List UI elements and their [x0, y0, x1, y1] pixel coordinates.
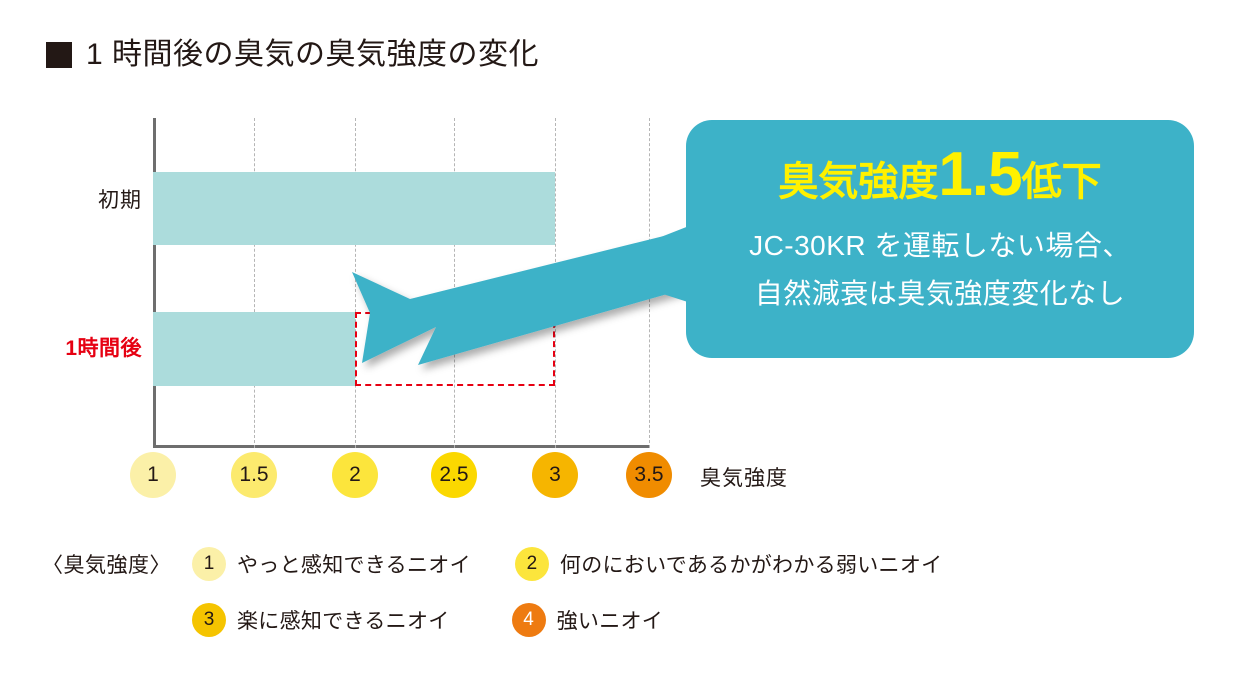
x-axis-ticks: 1 1.5 2 2.5 3 3.5 臭気強度	[0, 452, 1240, 502]
callout-balloon: 臭気強度1.5低下 JC-30KR を運転しない場合、 自然減衰は臭気強度変化な…	[686, 120, 1194, 358]
gridline-1.5	[254, 118, 255, 448]
page-title-text: 1 時間後の臭気の臭気強度の変化	[86, 38, 540, 71]
legend-text-3: 楽に感知できるニオイ	[237, 610, 450, 633]
legend-text-1: やっと感知できるニオイ	[237, 554, 471, 577]
x-tick-3.5: 3.5	[626, 452, 672, 498]
legend-text-4: 強いニオイ	[556, 610, 664, 633]
legend-badge-3: 3	[192, 603, 226, 637]
legend-text-2: 何のにおいであるかがわかる弱いニオイ	[559, 554, 943, 577]
gridline-3	[555, 118, 556, 448]
callout-line-1: JC-30KR を運転しない場合、	[749, 230, 1131, 261]
bar-chart-plot	[153, 118, 650, 448]
x-tick-2.5: 2.5	[431, 452, 477, 498]
y-label-initial: 初期	[98, 189, 142, 212]
legend-item-4: 4 強いニオイ	[511, 603, 664, 637]
x-tick-2: 2	[332, 452, 378, 498]
delta-highlight-box	[355, 312, 555, 386]
legend-caption: 〈臭気強度〉	[42, 554, 171, 577]
legend-row-1: 〈臭気強度〉 1 やっと感知できるニオイ 2 何のにおいであるかがわかる弱いニオ…	[42, 536, 1202, 592]
callout-line-2: 自然減衰は臭気強度変化なし	[754, 278, 1126, 309]
callout-headline-prefix: 臭気強度	[778, 160, 939, 204]
gridline-2	[355, 118, 356, 448]
x-tick-1.5: 1.5	[231, 452, 277, 498]
y-label-one-hour-later: 1時間後	[65, 337, 142, 360]
callout-tail-icon	[638, 224, 694, 304]
legend-item-3: 3 楽に感知できるニオイ	[192, 603, 450, 637]
legend-row-2: 3 楽に感知できるニオイ 4 強いニオイ	[42, 592, 1202, 648]
legend-item-1: 1 やっと感知できるニオイ	[192, 547, 471, 581]
callout-headline-value: 1.5	[938, 140, 1022, 209]
callout-headline: 臭気強度1.5低下	[686, 144, 1194, 206]
x-tick-3: 3	[532, 452, 578, 498]
legend-item-2: 2 何のにおいであるかがわかる弱いニオイ	[514, 547, 943, 581]
bar-one-hour-later	[153, 312, 355, 386]
callout-headline-suffix: 低下	[1021, 160, 1102, 204]
x-axis-title: 臭気強度	[700, 467, 788, 490]
legend-badge-1: 1	[192, 547, 226, 581]
legend-badge-4: 4	[511, 603, 546, 637]
bar-initial	[153, 172, 555, 245]
legend: 〈臭気強度〉 1 やっと感知できるニオイ 2 何のにおいであるかがわかる弱いニオ…	[42, 536, 1202, 648]
x-axis-line	[153, 445, 650, 448]
x-tick-1: 1	[130, 452, 176, 498]
y-axis-line	[153, 118, 156, 448]
gridline-2.5	[454, 118, 455, 448]
page-title: 1 時間後の臭気の臭気強度の変化	[46, 40, 539, 70]
square-bullet-icon	[46, 42, 72, 68]
legend-badge-2: 2	[514, 547, 549, 581]
